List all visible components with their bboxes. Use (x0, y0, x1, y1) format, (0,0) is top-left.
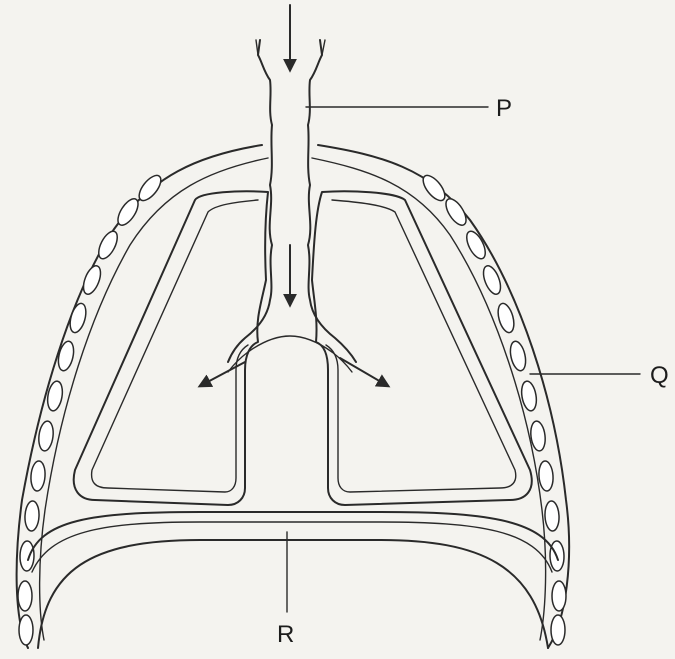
rib-right-12 (552, 581, 566, 611)
diaphragm-middle (32, 522, 552, 572)
rib-left-9 (30, 461, 46, 492)
bronchus-right-lower (332, 352, 352, 372)
throat-top-left (256, 40, 258, 55)
arrow-to-right-lung (340, 358, 388, 386)
throat-top-right (322, 40, 325, 55)
left-lung (74, 191, 268, 505)
rib-right-9 (538, 461, 554, 492)
chest-wall (17, 145, 570, 648)
rib-left-12 (18, 581, 32, 611)
rib-right-5 (495, 302, 517, 335)
label-r: R (277, 621, 294, 648)
label-p: P (496, 95, 512, 122)
rib-left-4 (80, 263, 104, 296)
rib-left-8 (37, 420, 55, 451)
rib-left-6 (56, 340, 76, 372)
rib-left-10 (24, 501, 40, 532)
label-q: Q (650, 362, 669, 389)
trachea (228, 40, 356, 372)
chest-wall-inner-right (312, 158, 546, 640)
chest-wall-inner-left (40, 158, 268, 640)
rib-right-3 (463, 228, 489, 261)
rib-right-10 (544, 501, 560, 532)
rib-right-13 (551, 615, 565, 645)
rib-right-2 (442, 196, 470, 229)
rib-right-1 (419, 172, 449, 204)
rib-left-1 (135, 172, 165, 204)
rib-left-11 (20, 541, 35, 571)
rib-left-2 (114, 196, 142, 229)
rib-left-5 (67, 302, 89, 335)
rib-left-13 (19, 615, 33, 645)
arrow-to-left-lung (200, 362, 245, 386)
carina (248, 336, 332, 352)
right-lung-inner (326, 200, 516, 492)
ribs-right (419, 172, 566, 645)
rib-left-3 (95, 228, 121, 261)
air-flow-arrows (200, 5, 388, 386)
